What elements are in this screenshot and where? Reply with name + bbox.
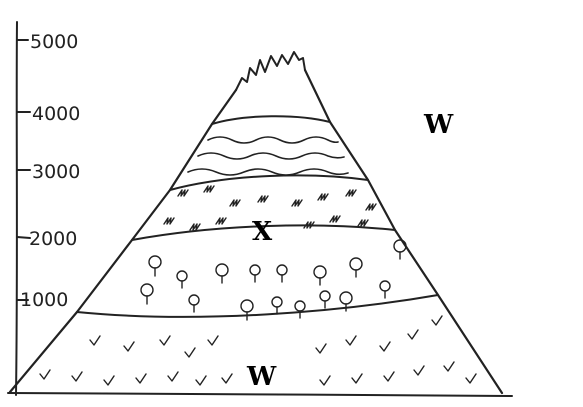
snow-peak: [236, 52, 305, 90]
tree-symbols: [141, 240, 406, 320]
altitude-axis: 5000 4000 3000 2000 1000: [16, 22, 80, 395]
label-w-upper-right: W: [423, 110, 454, 140]
tick-label-4000: 4000: [32, 103, 80, 125]
wavy-band: [188, 137, 348, 175]
label-x-middle: X: [252, 217, 273, 247]
tick-label-2000: 2000: [29, 228, 77, 250]
ground-line: [8, 393, 512, 396]
tick-label-1000: 1000: [20, 289, 68, 311]
label-w-base: W: [246, 362, 277, 392]
tick-label-3000: 3000: [32, 161, 80, 183]
tick-label-5000: 5000: [30, 31, 78, 53]
